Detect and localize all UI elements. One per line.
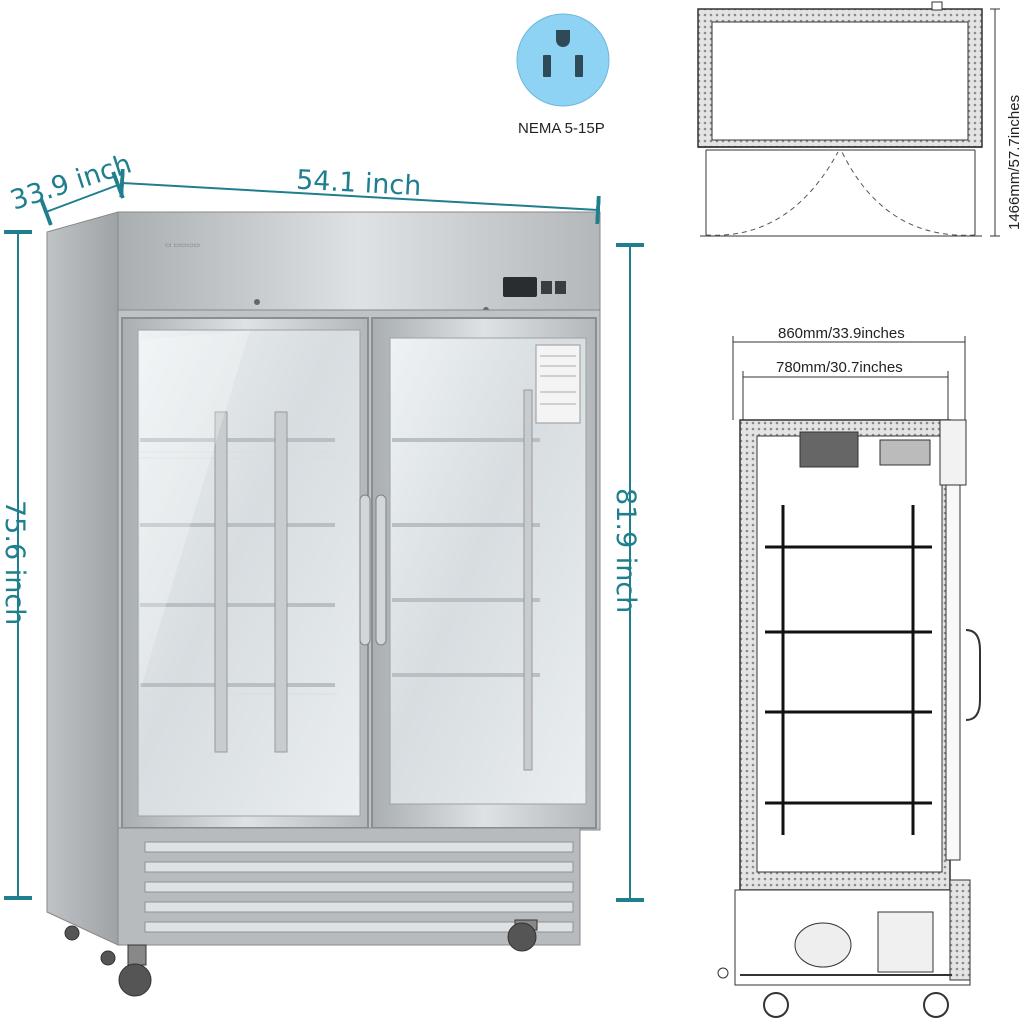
body-height-dimension-label: 75.6 inch <box>0 500 30 625</box>
right-glass-door <box>371 317 597 829</box>
side-view-drawing <box>717 336 981 1018</box>
right-shelves <box>392 438 540 677</box>
power-switch-1 <box>541 281 552 294</box>
refrigerator-illustration: ▭ ▭▭▭▭ <box>46 211 601 997</box>
dimension-lines <box>4 168 644 902</box>
width-dimension-label: 54.1 inch <box>295 165 422 203</box>
depth-dimension-label: 33.9 inch <box>7 148 136 216</box>
spec-label-sticker <box>535 344 581 424</box>
left-glass-door <box>121 317 369 829</box>
compressor-grille <box>117 827 581 946</box>
plug-icon <box>516 13 610 107</box>
cabinet-side-panel <box>46 211 119 946</box>
total-height-dimension-label: 81.9 inch <box>610 488 641 613</box>
side-view-inner-depth-label: 780mm/30.7inches <box>776 359 903 376</box>
casters <box>64 919 538 997</box>
left-door-handle <box>359 494 371 646</box>
plug-type-label: NEMA 5-15P <box>518 120 605 137</box>
temperature-controller <box>503 277 537 297</box>
side-view-outer-depth-label: 860mm/33.9inches <box>778 325 905 342</box>
brand-mark: ▭ ▭▭▭▭ <box>165 242 200 249</box>
lock-left-icon <box>254 299 260 305</box>
right-door-handle <box>375 494 387 646</box>
top-view-depth-label: 1466mm/57.7inches <box>1006 95 1023 230</box>
left-shelves <box>140 438 335 687</box>
top-view-drawing <box>697 1 1000 237</box>
power-switch-2 <box>555 281 566 294</box>
